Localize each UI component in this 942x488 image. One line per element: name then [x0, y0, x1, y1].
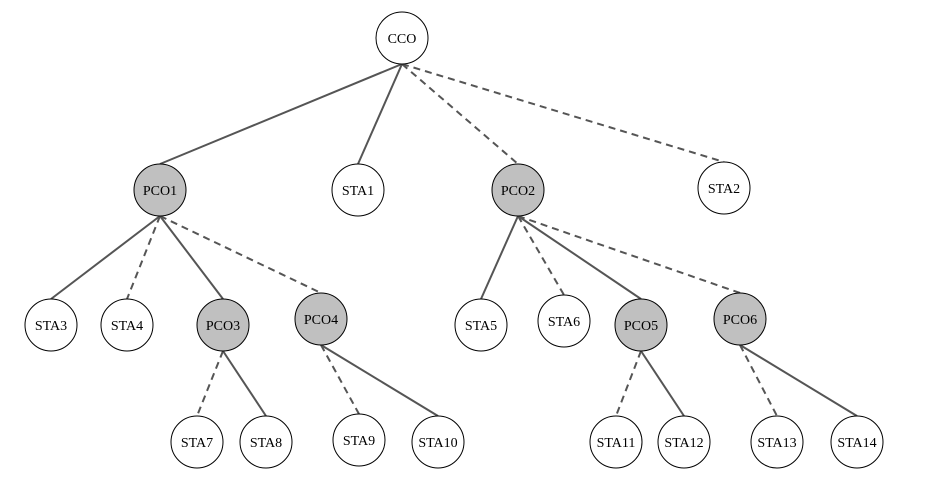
node-pco4: PCO4 [294, 292, 348, 346]
node-label: STA8 [250, 436, 282, 451]
node-label: STA6 [548, 315, 580, 330]
edge-pco5-sta11 [615, 350, 642, 417]
node-circle [713, 292, 767, 346]
node-sta5: STA5 [454, 298, 508, 352]
node-label: PCO4 [304, 313, 338, 328]
node-circle [133, 163, 187, 217]
edge-pco1-pco4 [159, 215, 322, 294]
node-label: PCO6 [723, 313, 757, 328]
edge-pco3-sta7 [196, 350, 224, 417]
node-label: STA14 [837, 436, 876, 451]
edge-pco2-sta5 [480, 215, 519, 300]
edge-layer [50, 63, 858, 417]
edge-cco-pco2 [401, 63, 519, 165]
node-pco6: PCO6 [713, 292, 767, 346]
node-label: CCO [388, 32, 417, 47]
edge-pco4-sta10 [320, 344, 439, 417]
node-label: PCO2 [501, 184, 535, 199]
node-sta3: STA3 [24, 298, 78, 352]
node-circle [537, 294, 591, 348]
node-label: STA5 [465, 319, 497, 334]
node-sta13: STA13 [750, 415, 804, 469]
node-sta12: STA12 [657, 415, 711, 469]
node-circle [657, 415, 711, 469]
node-sta14: STA14 [830, 415, 884, 469]
node-cco: CCO [375, 11, 429, 65]
edge-pco2-pco6 [517, 215, 741, 294]
node-circle [331, 163, 385, 217]
node-pco2: PCO2 [491, 163, 545, 217]
edge-pco2-pco5 [517, 215, 642, 300]
node-sta1: STA1 [331, 163, 385, 217]
edge-pco6-sta14 [739, 344, 858, 417]
node-label: STA7 [181, 436, 213, 451]
node-circle [332, 413, 386, 467]
edge-pco1-pco3 [159, 215, 224, 300]
edge-cco-pco1 [159, 63, 403, 165]
node-sta4: STA4 [100, 298, 154, 352]
node-label: STA12 [664, 436, 703, 451]
edge-pco6-sta13 [739, 344, 778, 417]
node-pco3: PCO3 [196, 298, 250, 352]
node-circle [454, 298, 508, 352]
node-circle [697, 161, 751, 215]
node-label: STA2 [708, 182, 740, 197]
node-label: STA10 [418, 436, 457, 451]
node-circle [589, 415, 643, 469]
node-sta8: STA8 [239, 415, 293, 469]
node-circle [100, 298, 154, 352]
node-sta10: STA10 [411, 415, 465, 469]
node-label: STA9 [343, 434, 375, 449]
node-circle [491, 163, 545, 217]
node-circle [830, 415, 884, 469]
node-sta9: STA9 [332, 413, 386, 467]
node-circle [24, 298, 78, 352]
node-circle [411, 415, 465, 469]
node-label: STA13 [757, 436, 796, 451]
node-pco5: PCO5 [614, 298, 668, 352]
node-label: PCO5 [624, 319, 658, 334]
node-sta2: STA2 [697, 161, 751, 215]
edge-cco-sta2 [401, 63, 725, 163]
node-circle [239, 415, 293, 469]
node-circle [375, 11, 429, 65]
node-circle [170, 415, 224, 469]
edge-cco-sta1 [357, 63, 403, 165]
node-label: STA11 [597, 436, 636, 451]
edge-pco2-sta6 [517, 215, 565, 296]
node-label: STA3 [35, 319, 67, 334]
node-label: PCO1 [143, 184, 177, 199]
node-sta7: STA7 [170, 415, 224, 469]
node-circle [614, 298, 668, 352]
node-label: STA4 [111, 319, 143, 334]
node-pco1: PCO1 [133, 163, 187, 217]
edge-pco1-sta4 [126, 215, 161, 300]
edge-pco5-sta12 [640, 350, 685, 417]
node-sta11: STA11 [589, 415, 643, 469]
node-circle [294, 292, 348, 346]
node-label: PCO3 [206, 319, 240, 334]
edge-pco1-sta3 [50, 215, 161, 300]
edge-pco4-sta9 [320, 344, 360, 415]
node-circle [196, 298, 250, 352]
node-sta6: STA6 [537, 294, 591, 348]
edge-pco3-sta8 [222, 350, 267, 417]
node-circle [750, 415, 804, 469]
node-label: STA1 [342, 184, 374, 199]
